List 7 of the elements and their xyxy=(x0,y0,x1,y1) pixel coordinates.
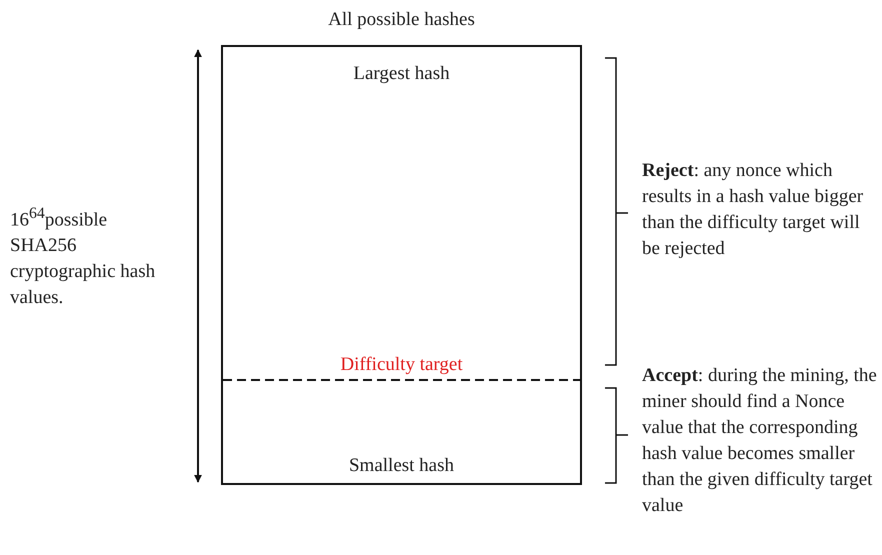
top-label: Largest hash xyxy=(352,62,451,86)
note: Reject: any nonce which results in a hash value bigger than the difficulty target will be rejected xyxy=(642,159,864,261)
bottom-label: Smallest hash xyxy=(348,454,456,478)
threshold-label: Difficulty target xyxy=(339,353,464,377)
note: Accept: during the mining, the miner should find a Nonce value that the corresponding hash value becomes smaller than the given difficulty target value xyxy=(642,364,878,518)
heading: All possible hashes xyxy=(327,8,476,32)
note: 16$^{64}$possible SHA256 cryptographic hash values. xyxy=(10,204,156,310)
